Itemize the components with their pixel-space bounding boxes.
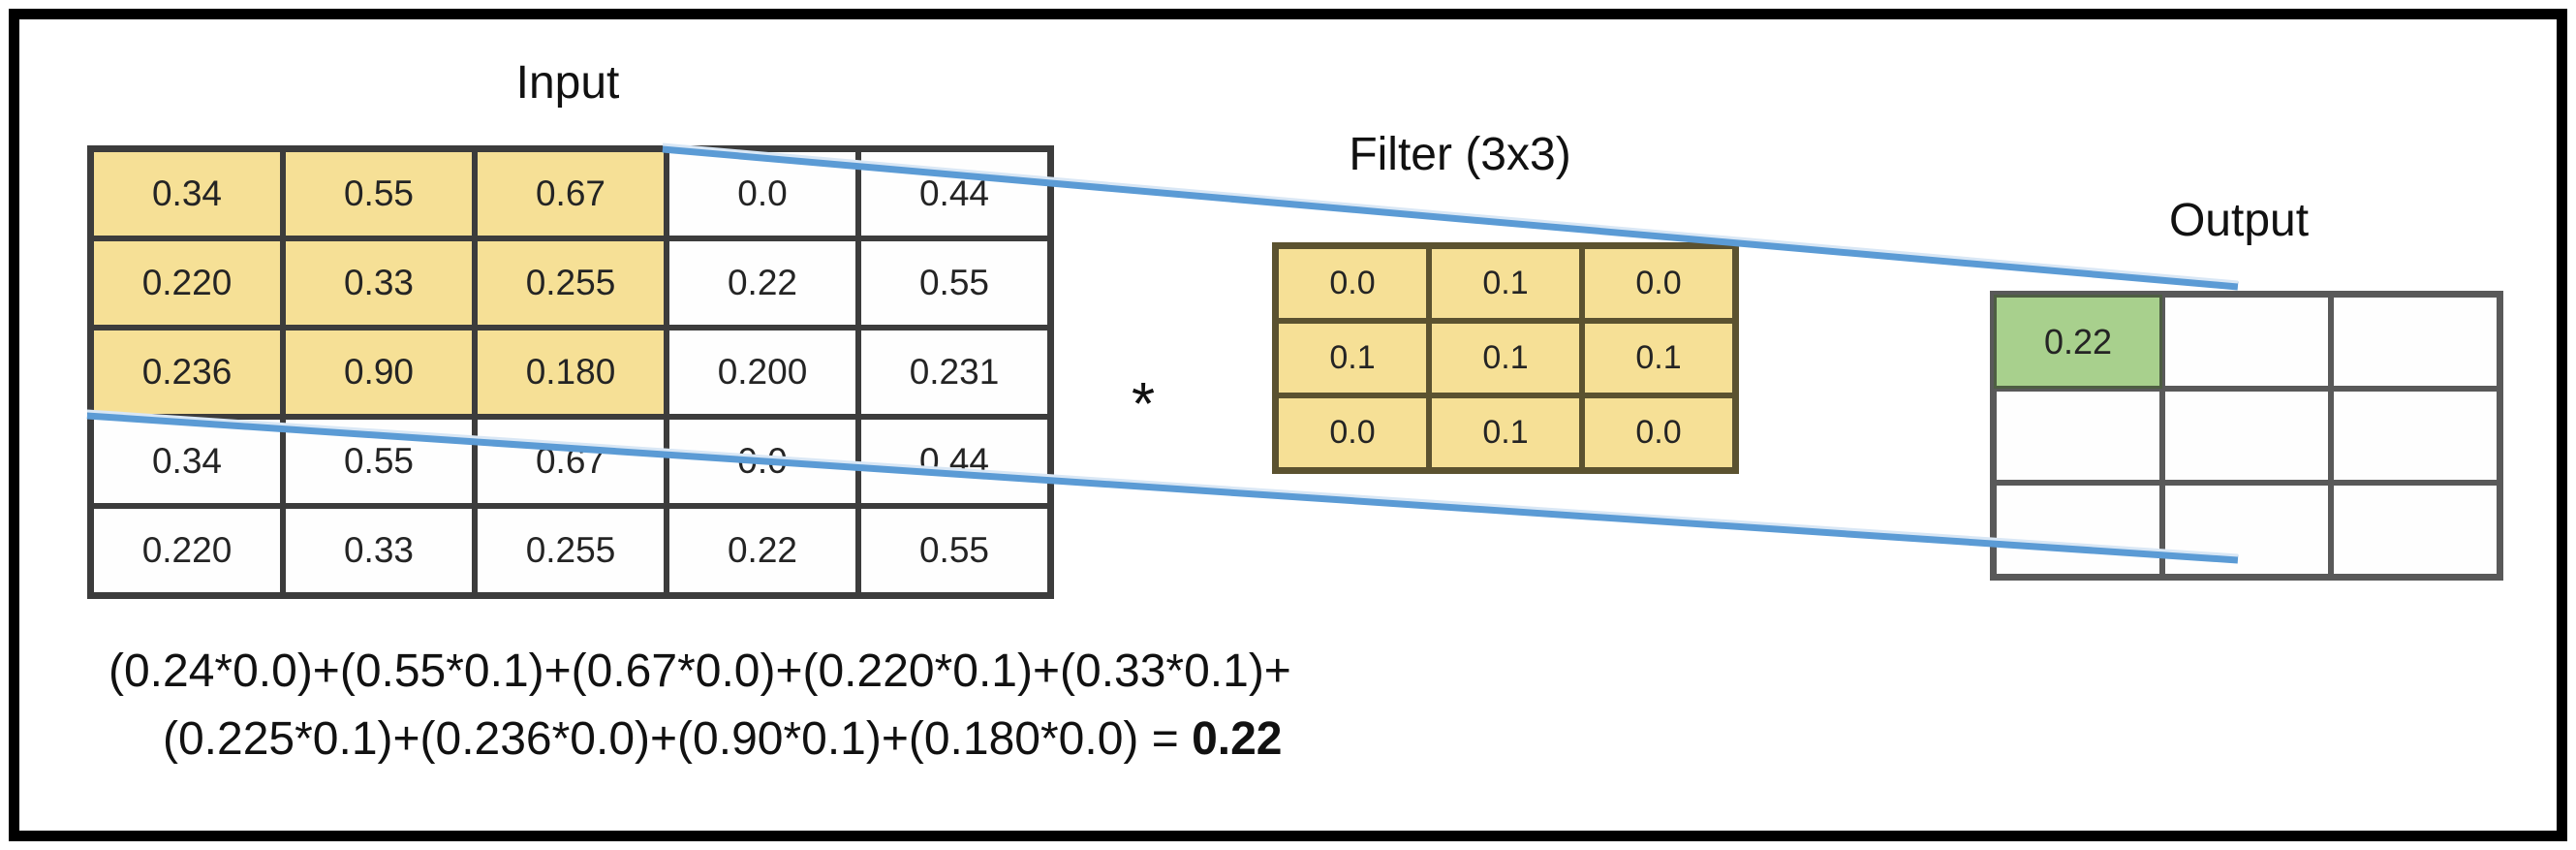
input-cell-r0c3: 0.0 — [667, 149, 858, 238]
output-matrix: 0.22 — [1990, 291, 2503, 581]
formula-line-2: (0.225*0.1)+(0.236*0.0)+(0.90*0.1)+(0.18… — [109, 706, 1291, 773]
input-cell-r2c3: 0.200 — [667, 328, 858, 417]
filter-cell-r0c2: 0.0 — [1582, 246, 1735, 321]
output-cell-r0c1 — [2162, 295, 2331, 389]
filter-cell-r2c1: 0.1 — [1429, 395, 1582, 470]
output-cell-r1c0 — [1994, 389, 2162, 483]
input-cell-r1c0: 0.220 — [91, 238, 283, 328]
input-cell-r0c0: 0.34 — [91, 149, 283, 238]
input-cell-r2c4: 0.231 — [858, 328, 1050, 417]
filter-cell-r1c1: 0.1 — [1429, 321, 1582, 395]
output-label: Output — [2168, 195, 2310, 246]
input-label: Input — [515, 57, 620, 109]
filter-cell-r1c2: 0.1 — [1582, 321, 1735, 395]
input-cell-r0c1: 0.55 — [283, 149, 475, 238]
outer-border — [9, 9, 2567, 841]
formula-line-2-expression: (0.225*0.1)+(0.236*0.0)+(0.90*0.1)+(0.18… — [163, 713, 1193, 765]
input-cell-r1c4: 0.55 — [858, 238, 1050, 328]
convolution-operator: * — [1132, 371, 1156, 438]
output-cell-r0c2 — [2331, 295, 2499, 389]
filter-cell-r0c1: 0.1 — [1429, 246, 1582, 321]
input-cell-r4c3: 0.22 — [667, 506, 858, 595]
output-cell-r0c0: 0.22 — [1994, 295, 2162, 389]
output-cell-r2c0 — [1994, 483, 2162, 577]
input-cell-r3c1: 0.55 — [283, 417, 475, 506]
filter-cell-r2c0: 0.0 — [1276, 395, 1429, 470]
input-cell-r1c1: 0.33 — [283, 238, 475, 328]
filter-label: Filter (3x3) — [1349, 129, 1571, 180]
input-cell-r4c1: 0.33 — [283, 506, 475, 595]
input-cell-r3c3: 0.0 — [667, 417, 858, 506]
input-cell-r2c2: 0.180 — [475, 328, 667, 417]
input-cell-r0c2: 0.67 — [475, 149, 667, 238]
filter-cell-r2c2: 0.0 — [1582, 395, 1735, 470]
input-cell-r4c2: 0.255 — [475, 506, 667, 595]
output-cell-r1c1 — [2162, 389, 2331, 483]
output-cell-r1c2 — [2331, 389, 2499, 483]
input-cell-r2c1: 0.90 — [283, 328, 475, 417]
output-cell-r2c1 — [2162, 483, 2331, 577]
input-cell-r3c0: 0.34 — [91, 417, 283, 506]
output-cell-r2c2 — [2331, 483, 2499, 577]
filter-cell-r1c0: 0.1 — [1276, 321, 1429, 395]
input-cell-r2c0: 0.236 — [91, 328, 283, 417]
formula-line-1: (0.24*0.0)+(0.55*0.1)+(0.67*0.0)+(0.220*… — [109, 645, 1291, 697]
formula-result: 0.22 — [1192, 713, 1283, 765]
filter-cell-r0c0: 0.0 — [1276, 246, 1429, 321]
input-cell-r3c4: 0.44 — [858, 417, 1050, 506]
input-cell-r4c4: 0.55 — [858, 506, 1050, 595]
input-cell-r1c2: 0.255 — [475, 238, 667, 328]
input-cell-r1c3: 0.22 — [667, 238, 858, 328]
input-cell-r0c4: 0.44 — [858, 149, 1050, 238]
input-cell-r3c2: 0.67 — [475, 417, 667, 506]
input-cell-r4c0: 0.220 — [91, 506, 283, 595]
convolution-formula: (0.24*0.0)+(0.55*0.1)+(0.67*0.0)+(0.220*… — [109, 638, 1291, 773]
